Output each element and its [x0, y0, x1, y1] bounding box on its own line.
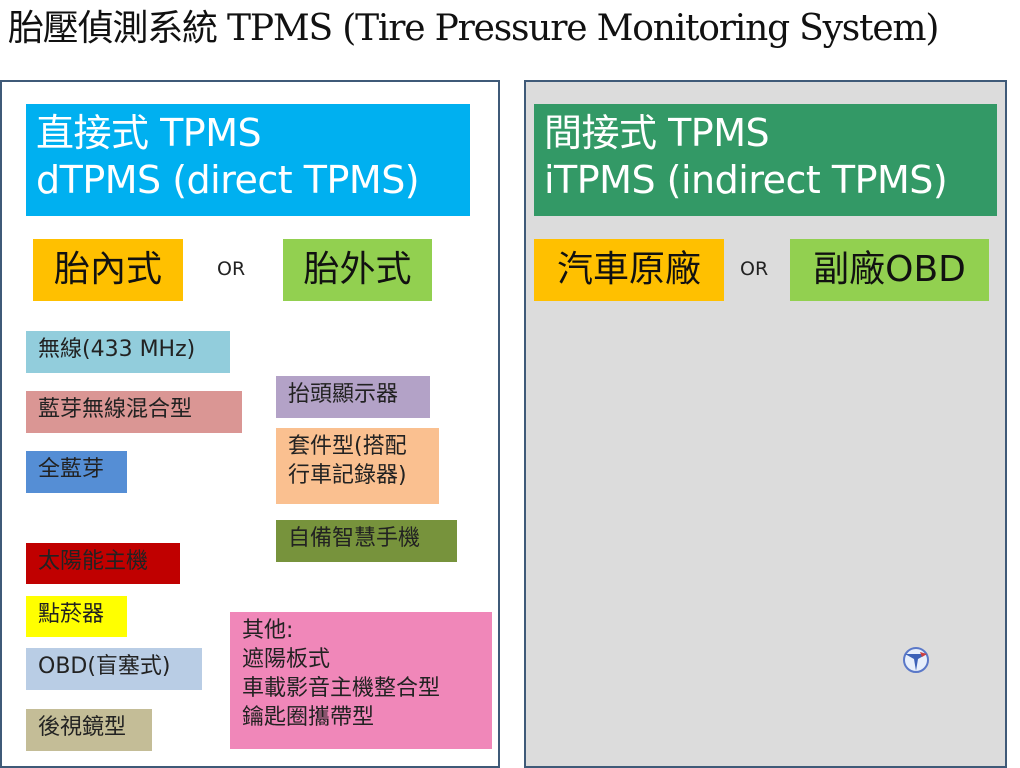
brand-logo-icon: [903, 647, 929, 673]
right-or-label: OR: [740, 258, 769, 280]
brand-logo: [896, 646, 936, 682]
in-tire-option: 胎內式: [33, 239, 183, 301]
page-title: 胎壓偵測系統 TPMS (Tire Pressure Monitoring Sy…: [8, 8, 939, 49]
aftermarket-obd-option: 副廠OBD: [790, 239, 989, 301]
tag-solar-unit: 太陽能主機: [26, 543, 180, 584]
direct-tpms-header: 直接式 TPMS dTPMS (direct TPMS): [26, 104, 470, 216]
tag-kit-with-dashcam: 套件型(搭配 行車記錄器): [276, 428, 439, 504]
tag-cigarette-lighter: 點菸器: [26, 596, 127, 637]
kit-line-1: 套件型(搭配: [288, 434, 407, 459]
direct-header-line1: 直接式 TPMS: [36, 111, 262, 155]
oem-option: 汽車原廠: [534, 239, 724, 301]
tag-head-up-display: 抬頭顯示器: [276, 376, 430, 418]
indirect-header-line2: iTPMS (indirect TPMS): [544, 158, 948, 202]
tag-bluetooth-wireless-hybrid: 藍芽無線混合型: [26, 391, 242, 433]
left-or-label: OR: [217, 258, 246, 280]
direct-header-line2: dTPMS (direct TPMS): [36, 158, 420, 202]
indirect-tpms-header: 間接式 TPMS iTPMS (indirect TPMS): [534, 104, 997, 216]
tag-own-smartphone: 自備智慧手機: [276, 520, 457, 562]
others-line-1: 其他:: [242, 618, 294, 643]
kit-line-2: 行車記錄器): [288, 463, 407, 488]
tag-full-bluetooth: 全藍芽: [26, 451, 127, 493]
tag-obd-plug: OBD(盲塞式): [26, 648, 202, 690]
tag-rearview-mirror: 後視鏡型: [26, 709, 152, 751]
tag-wireless-433: 無線(433 MHz): [26, 331, 230, 373]
others-line-4: 鑰匙圈攜帶型: [242, 705, 375, 730]
others-line-2: 遮陽板式: [242, 647, 331, 672]
outer-tire-option: 胎外式: [283, 239, 432, 301]
others-line-3: 車載影音主機整合型: [242, 676, 441, 701]
tag-others: 其他: 遮陽板式 車載影音主機整合型 鑰匙圈攜帶型: [230, 612, 492, 749]
indirect-header-line1: 間接式 TPMS: [544, 111, 770, 155]
